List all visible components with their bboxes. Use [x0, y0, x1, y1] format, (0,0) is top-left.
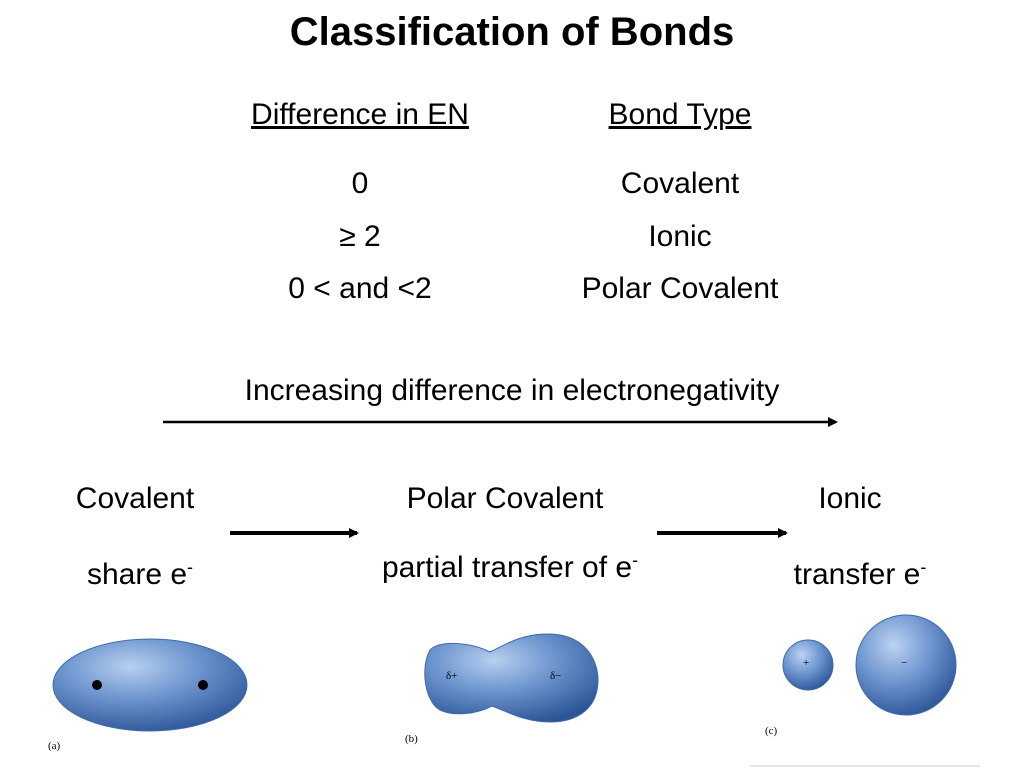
type-row-1: Covalent — [620, 167, 740, 200]
plus-charge-label: + — [803, 657, 810, 669]
figure-b-label: (b) — [405, 733, 418, 745]
header-difference-in-en: Difference in EN — [251, 98, 469, 131]
figure-c-label: (c) — [765, 725, 778, 737]
polar-covalent-label: Polar Covalent — [406, 482, 604, 515]
delta-plus-label: δ+ — [446, 670, 458, 682]
covalent-label: Covalent — [75, 482, 195, 515]
anion-sphere — [855, 614, 957, 716]
cation-sphere — [782, 639, 834, 691]
en-row-3: 0 < and <2 — [288, 272, 432, 305]
covalent-electron-cloud — [52, 638, 248, 732]
delta-minus-label: δ− — [550, 670, 562, 682]
nucleus-dot-right — [198, 680, 208, 690]
minus-charge-label: − — [901, 657, 908, 669]
polar-covalent-description: partial transfer of e- — [381, 550, 639, 584]
ionic-description: transfer e- — [793, 557, 927, 591]
en-row-1: 0 — [351, 167, 369, 200]
type-row-2: Ionic — [648, 220, 712, 253]
covalent-description: share e- — [86, 557, 194, 591]
polar-covalent-electron-cloud — [424, 633, 599, 723]
nucleus-dot-left — [92, 680, 102, 690]
figure-a-label: (a) — [48, 740, 61, 752]
ionic-label: Ionic — [818, 482, 882, 515]
en-row-2: ≥ 2 — [339, 220, 381, 253]
page-title: Classification of Bonds — [289, 10, 735, 54]
header-bond-type: Bond Type — [608, 98, 752, 131]
electronegativity-arrow-label: Increasing difference in electronegativi… — [244, 374, 780, 407]
type-row-3: Polar Covalent — [581, 272, 779, 305]
